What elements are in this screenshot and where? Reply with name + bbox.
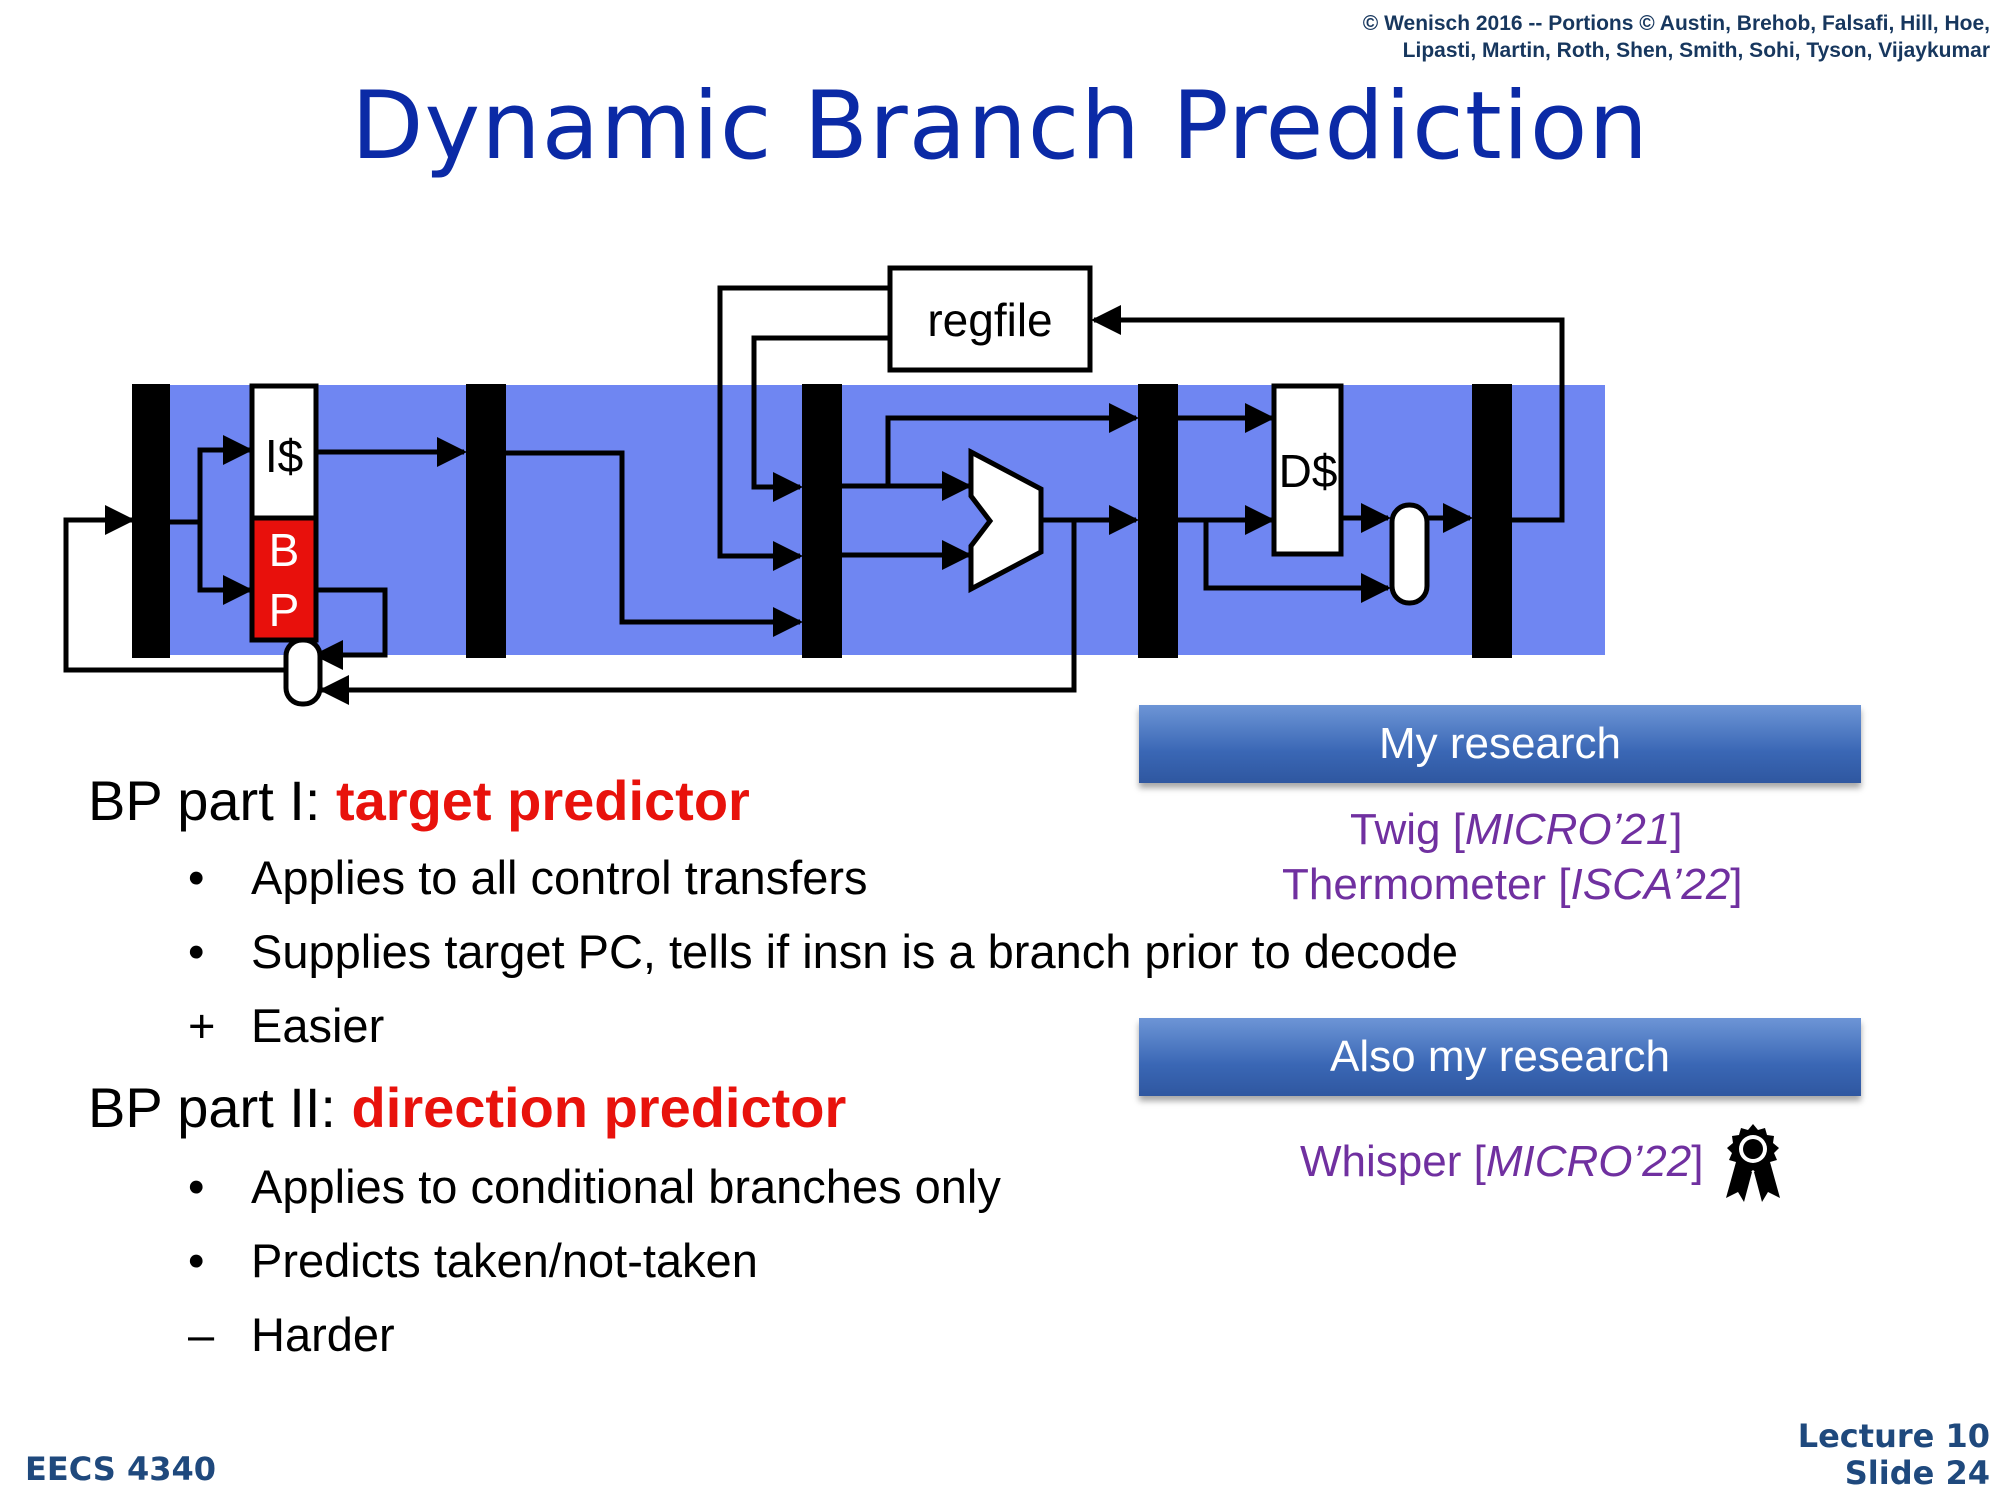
copyright-line-2: Lipasti, Martin, Roth, Shen, Smith, Sohi…	[1402, 39, 1990, 62]
bp-label-p: P	[269, 584, 300, 636]
wire-latch2-to-latch3	[506, 450, 803, 637]
bullet-text: Applies to conditional branches only	[251, 1160, 1001, 1213]
bp-block	[249, 515, 319, 643]
twig-reference: Twig [MICRO’21]	[1350, 805, 1683, 855]
ref-close: ]	[1691, 1137, 1704, 1186]
wire-to-icache	[197, 435, 253, 522]
slide-info: Lecture 10 Slide 24	[1798, 1418, 1990, 1492]
minus-marker: –	[188, 1308, 215, 1361]
also-my-research-banner: Also my research	[1139, 1018, 1861, 1096]
bp-part2-prefix: BP part II:	[88, 1076, 352, 1139]
plus-marker: +	[188, 999, 216, 1052]
ref-close: ]	[1730, 860, 1743, 909]
pipeline-latch-3	[802, 384, 842, 658]
direction-predictor-highlight: direction predictor	[351, 1076, 847, 1139]
pipeline-latch-4	[1138, 384, 1178, 658]
wire-regfile-to-latch3-b	[717, 285, 890, 571]
bullet-text: Easier	[251, 999, 385, 1052]
my-research-banner: My research	[1139, 705, 1861, 783]
bp-part1-prefix: BP part I:	[88, 769, 336, 832]
ref-venue: MICRO’22	[1485, 1137, 1692, 1186]
pc-mux	[283, 637, 323, 707]
bullet-text: Harder	[251, 1308, 395, 1361]
bp-part1-heading: BP part I: target predictor	[88, 768, 750, 833]
slide-title: Dynamic Branch Prediction	[351, 72, 1649, 181]
ref-name: Whisper [	[1300, 1137, 1486, 1186]
pipeline-latch-2	[466, 384, 506, 658]
wire-writeback	[1091, 305, 1565, 523]
bullet-text: Applies to all control transfers	[251, 851, 868, 904]
pipeline-latch-1	[132, 384, 170, 658]
regfile-label: regfile	[927, 294, 1052, 346]
ref-close: ]	[1670, 805, 1683, 854]
copyright-notice: © Wenisch 2016 -- Portions © Austin, Bre…	[1090, 10, 1990, 64]
wire-mux-to-pc	[63, 505, 288, 673]
writeback-mux	[1389, 502, 1430, 606]
regfile-block	[887, 265, 1093, 373]
wire-to-bp	[197, 522, 253, 605]
bullet-marker: •	[188, 1234, 205, 1287]
bullet-marker: •	[188, 925, 205, 978]
bullet-text: Supplies target PC, tells if insn is a b…	[251, 925, 1458, 978]
wire-bp-to-mux	[313, 587, 388, 670]
target-predictor-highlight: target predictor	[335, 769, 750, 832]
wire-latch4-to-wbmux	[1203, 520, 1391, 603]
dcache-block	[1271, 383, 1344, 557]
pipeline-latch-5	[1472, 384, 1512, 658]
slide-number: Slide 24	[1844, 1454, 1990, 1492]
wire-latch3-to-latch4	[885, 403, 1139, 486]
ref-venue: MICRO’21	[1464, 805, 1671, 854]
ref-venue: ISCA’22	[1570, 860, 1731, 909]
bullet-marker: •	[188, 851, 205, 904]
lecture-number: Lecture 10	[1797, 1417, 1990, 1455]
icache-label: I$	[265, 430, 303, 482]
wire-branch-resolve	[319, 520, 1077, 705]
dcache-label: D$	[1279, 445, 1338, 497]
ref-name: Twig [	[1350, 805, 1465, 854]
bp-part2-heading: BP part II: direction predictor	[88, 1075, 846, 1140]
award-ribbon-icon	[1726, 1124, 1780, 1202]
bullet-text: Predicts taken/not-taken	[251, 1234, 758, 1287]
copyright-line-1: © Wenisch 2016 -- Portions © Austin, Bre…	[1362, 12, 1990, 35]
bp-label-b: B	[269, 524, 300, 576]
whisper-reference: Whisper [MICRO’22]	[1300, 1137, 1703, 1187]
pipeline-diagram: I$ B P regfile D$	[63, 265, 1605, 707]
bullet-marker: •	[188, 1160, 205, 1213]
thermometer-reference: Thermometer [ISCA’22]	[1282, 860, 1743, 910]
wire-regfile-to-latch3-a	[751, 335, 890, 502]
course-label: EECS 4340	[25, 1450, 217, 1488]
ref-name: Thermometer [	[1282, 860, 1571, 909]
alu	[968, 447, 1044, 594]
